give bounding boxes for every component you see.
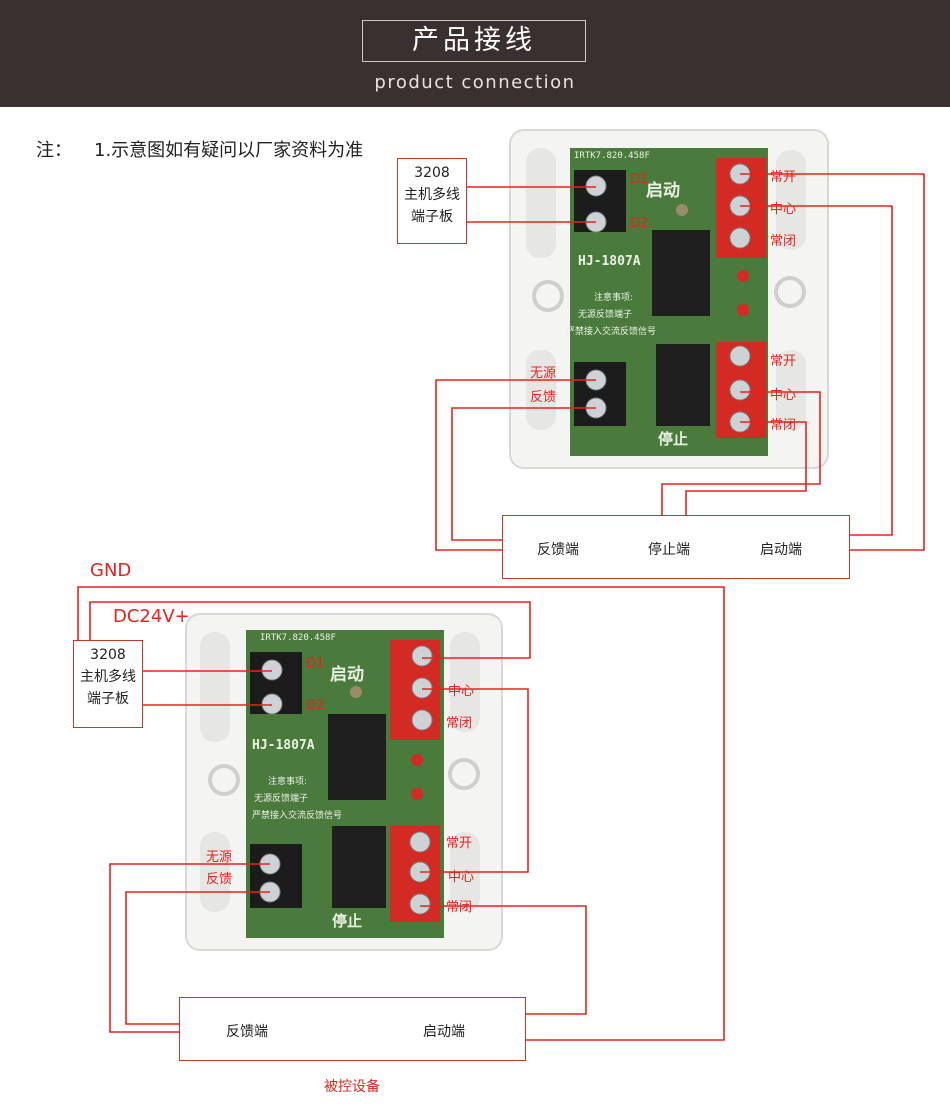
terminal-nc-label: 常闭 [446, 900, 473, 915]
host-board-line3: 端子板 [411, 209, 453, 225]
device-feedback-label: 反馈端 [537, 542, 579, 558]
wires-diagram-1 [435, 173, 925, 551]
host-board-line2: 主机多线 [404, 187, 460, 203]
terminal-no-label: 常开 [770, 170, 797, 185]
screw [261, 659, 283, 681]
terminal-com-label: 中心 [770, 202, 797, 217]
controlled-device-box: 反馈端 停止端 启动端 [502, 515, 850, 579]
pcb-model: HJ-1807A [252, 738, 315, 753]
pcb-start-label: 启动 [646, 181, 680, 201]
host-board-line1: 3208 [90, 647, 126, 663]
mount-hole [532, 280, 564, 312]
terminal-no-label: 常开 [770, 354, 797, 369]
host-board-box: 3208 主机多线 端子板 [397, 158, 467, 244]
device-start-label: 启动端 [423, 1024, 465, 1040]
terminal-d1-label: D1 [630, 172, 649, 187]
terminal-nc-label: 常闭 [770, 418, 797, 433]
header-banner: 产品接线 product connection [0, 0, 950, 107]
host-board-line1: 3208 [414, 165, 450, 181]
passive-label-1: 无源 [530, 366, 557, 381]
controlled-device-caption: 被控设备 [324, 1079, 380, 1095]
led-indicator [411, 788, 423, 800]
pcb-notice-title: 注意事项: [594, 293, 634, 303]
relay [332, 826, 386, 908]
page-title: 产品接线 [362, 20, 586, 62]
enclosure-slot [776, 150, 806, 250]
led-indicator [737, 304, 749, 316]
pcb-model: HJ-1807A [578, 254, 641, 269]
screw [411, 677, 433, 699]
terminal-com-label: 中心 [770, 388, 797, 403]
note-text: 1.示意图如有疑问以厂家资料为准 [94, 140, 364, 161]
terminal-com-label: 中心 [448, 684, 475, 699]
pcb-stop-label: 停止 [332, 912, 363, 930]
dc24v-label: DC24V+ [113, 606, 190, 627]
terminal-no-label: 常开 [446, 836, 473, 851]
screw [411, 645, 433, 667]
screw [261, 693, 283, 715]
pcb-notice-line2: 严禁接入交流反馈信号 [566, 327, 657, 337]
controlled-device-box: 反馈端 启动端 [179, 997, 526, 1061]
pcb-notice-title: 注意事项: [268, 777, 308, 787]
screw [729, 345, 751, 367]
relay [656, 344, 710, 426]
led-indicator [737, 270, 749, 282]
pcb-notice-line1: 无源反馈端子 [578, 310, 633, 320]
screw [729, 227, 751, 249]
page-subtitle: product connection [374, 72, 576, 93]
screw [411, 709, 433, 731]
terminal-nc-label: 常闭 [446, 716, 473, 731]
passive-label-1: 无源 [206, 850, 233, 865]
enclosure-slot [450, 632, 480, 732]
note-label: 注： [36, 140, 72, 161]
host-board-line2: 主机多线 [80, 669, 136, 685]
note: 注： 1.示意图如有疑问以厂家资料为准 [36, 136, 363, 162]
device-stop-label: 停止端 [648, 542, 690, 558]
screw [409, 893, 431, 915]
enclosure-slot [200, 632, 230, 742]
buzzer [676, 204, 688, 216]
pcb-stop-label: 停止 [658, 430, 689, 448]
enclosure-slot [776, 350, 806, 430]
relay [652, 230, 710, 316]
gnd-label: GND [90, 560, 132, 581]
terminal-d2-label: D2 [306, 698, 325, 713]
passive-label-2: 反馈 [530, 390, 557, 405]
enclosure-slot [526, 350, 556, 430]
enclosure-slot [526, 148, 556, 258]
pcb-serial: IRTK7.820.458F [260, 633, 336, 643]
device-feedback-label: 反馈端 [226, 1024, 268, 1040]
mount-hole [774, 276, 806, 308]
relay [328, 714, 386, 800]
terminal-d1-label: D1 [306, 656, 325, 671]
wires-diagram-2 [77, 586, 725, 1041]
pcb-serial: IRTK7.820.458F [574, 151, 650, 161]
buzzer [350, 686, 362, 698]
screw [729, 379, 751, 401]
terminal-com-label: 中心 [448, 870, 475, 885]
terminal-d2-label: D2 [630, 216, 649, 231]
screw [409, 831, 431, 853]
terminal-nc-label: 常闭 [770, 234, 797, 249]
mount-hole [208, 764, 240, 796]
mount-hole [448, 758, 480, 790]
pcb-notice-line1: 无源反馈端子 [254, 794, 309, 804]
passive-label-2: 反馈 [206, 872, 233, 887]
host-board-line3: 端子板 [87, 691, 129, 707]
pcb-start-label: 启动 [330, 665, 364, 685]
pcb-notice-line2: 严禁接入交流反馈信号 [252, 811, 343, 821]
led-indicator [411, 754, 423, 766]
device-start-label: 启动端 [760, 542, 802, 558]
screw [585, 175, 607, 197]
host-board-box: 3208 主机多线 端子板 [73, 640, 143, 728]
